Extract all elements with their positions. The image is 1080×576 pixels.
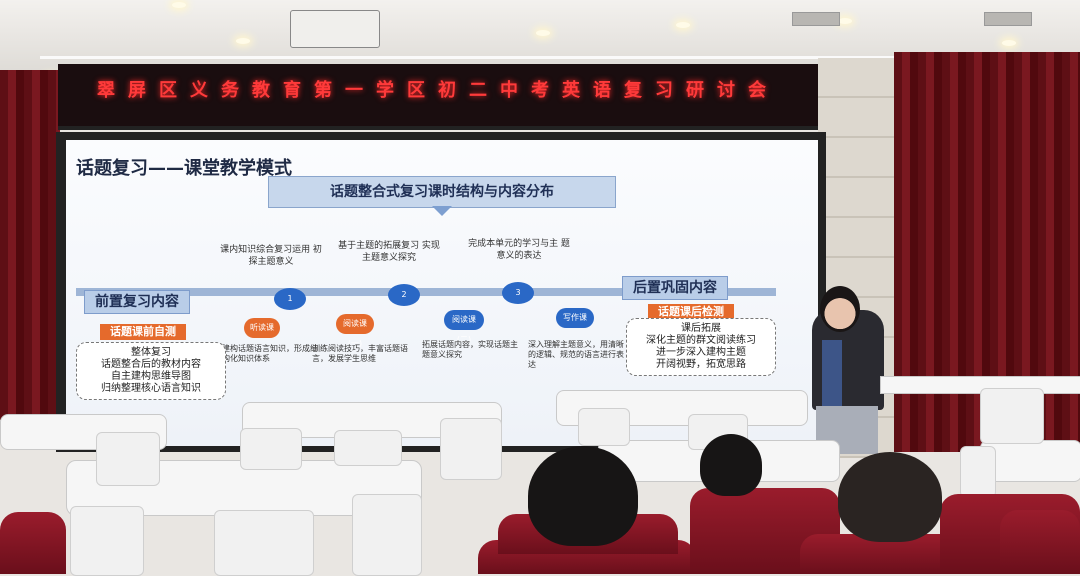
speaker-shirt [822, 340, 842, 408]
white-chair [240, 428, 302, 470]
right-box-line: 开阔视野，拓宽思路 [656, 359, 746, 370]
led-banner-board: 翠屏区义务教育第一学区初二中考英语复习研讨会 [58, 64, 818, 130]
right-box-line: 进一步深入建构主题 [656, 347, 746, 358]
ceiling-beam [40, 56, 1080, 59]
down-arrow-icon [432, 206, 452, 216]
oval-writing-class: 写作课 [556, 308, 594, 328]
timeline-node-3: 3 [502, 282, 534, 304]
white-chair [440, 418, 502, 480]
oval-note-3: 拓展话题内容，实现话题主题意义探究 [422, 340, 518, 359]
left-curtain [0, 70, 60, 420]
white-chair [352, 494, 422, 576]
ceiling-light [172, 2, 186, 8]
slide-subtitle: 话题整合式复习课时结构与内容分布 [268, 176, 616, 208]
oval-reading-class-1: 阅读课 (一) [336, 314, 374, 348]
timeline-node-1: 1 [274, 288, 306, 310]
white-chair [70, 506, 144, 576]
ceiling-light [236, 38, 250, 44]
node-note-1: 课内知识综合复习运用 初探主题意义 [220, 245, 322, 267]
left-box-line: 整体复习 [131, 347, 171, 358]
white-chair [980, 388, 1044, 444]
oval-note-1: 建构话题语言知识，形成结构化知识体系 [222, 344, 318, 363]
right-box-line: 课后拓展 [681, 323, 721, 334]
node-note-3: 完成本单元的学习与主 题意义的表达 [468, 239, 570, 261]
red-seat [0, 512, 66, 574]
white-chair [96, 432, 160, 486]
left-box-line: 归纳整理核心语言知识 [101, 383, 201, 394]
white-chair [578, 408, 630, 446]
timeline-node-2: 2 [388, 284, 420, 306]
left-content-box: 整体复习 话题整合后的教材内容 自主建构思维导图 归纳整理核心语言知识 [76, 342, 226, 400]
node-note-2: 基于主题的拓展复习 实现主题意义探究 [338, 241, 440, 263]
ceiling-light [838, 18, 852, 24]
oval-note-2: 训练阅读技巧，丰富话题语言，发展学生思维 [312, 344, 408, 363]
audience-head [838, 452, 942, 542]
ceiling-light [536, 30, 550, 36]
left-box-line: 话题整合后的教材内容 [101, 359, 201, 370]
projector [290, 10, 380, 48]
slide-title: 话题复习——课堂教学模式 [76, 158, 292, 179]
right-box-line: 深化主题的群文阅读练习 [646, 335, 756, 346]
white-chair [214, 510, 314, 576]
ceiling-light [676, 22, 690, 28]
red-seat [1000, 510, 1080, 574]
ceiling-vent [792, 12, 840, 26]
oval-listening-class: 听读课 [244, 318, 280, 338]
left-box-line: 自主建构思维导图 [111, 371, 191, 382]
right-content-box: 课后拓展 深化主题的群文阅读练习 进一步深入建构主题 开阔视野，拓宽思路 [626, 318, 776, 376]
oval-note-4: 深入理解主题意义，用清晰的逻辑、规范的语言进行表达 [528, 340, 624, 369]
white-chair [960, 446, 996, 498]
oval-reading-class-2: 阅读课 (二) [444, 310, 484, 344]
left-orange-tag: 话题课前自测 [100, 324, 186, 340]
right-orange-tag: 话题课后检测 [648, 304, 734, 320]
led-banner-text: 翠屏区义务教育第一学区初二中考英语复习研讨会 [97, 80, 779, 101]
left-section-label: 前置复习内容 [84, 290, 190, 314]
side-table [980, 440, 1080, 482]
ceiling-light [1002, 40, 1016, 46]
ceiling-vent [984, 12, 1032, 26]
white-chair [334, 430, 402, 466]
audience-head [528, 446, 638, 546]
audience-head [700, 434, 762, 496]
speaker-head [820, 286, 860, 332]
right-section-label: 后置巩固内容 [622, 276, 728, 300]
timeline-bar [76, 288, 776, 296]
